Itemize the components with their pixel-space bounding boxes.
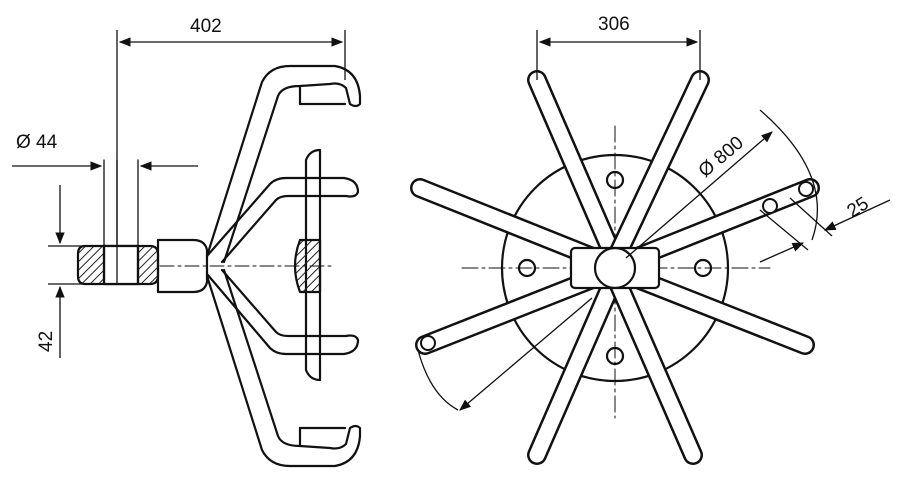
side-neck bbox=[156, 238, 209, 294]
dim-rod-diameter: 25 bbox=[844, 193, 873, 222]
rod-end-1 bbox=[798, 181, 814, 197]
bolt-hole-top bbox=[605, 170, 625, 190]
side-upper-rod bbox=[205, 64, 362, 264]
side-view bbox=[76, 64, 362, 468]
side-dimensions bbox=[12, 30, 346, 358]
side-mid-lower-rod bbox=[205, 268, 360, 356]
spoke-fill-3 bbox=[412, 180, 608, 268]
rod-end-2 bbox=[762, 198, 778, 214]
side-mid-upper-rod bbox=[205, 176, 360, 264]
spoke-fill-5 bbox=[417, 268, 608, 353]
front-dimensions bbox=[417, 30, 891, 411]
spoke-fill-7 bbox=[529, 268, 623, 463]
dim-bore-diameter: Ø 44 bbox=[16, 132, 58, 153]
bolt-hole-bottom bbox=[605, 346, 625, 366]
side-lower-rod bbox=[205, 268, 362, 468]
front-spokes bbox=[410, 70, 820, 465]
dim-hub-height: 42 bbox=[36, 331, 57, 352]
side-hub bbox=[76, 159, 160, 286]
bolt-hole-left bbox=[517, 258, 537, 278]
spoke-fill-2 bbox=[607, 72, 708, 268]
dim-outer-diameter: Ø 800 bbox=[695, 132, 748, 181]
bolt-hole-right bbox=[693, 258, 713, 278]
spoke-fill-1 bbox=[529, 72, 623, 268]
spoke-fill-4 bbox=[622, 180, 818, 268]
dim-overall-length: 402 bbox=[190, 16, 222, 37]
spoke-fill-8 bbox=[607, 268, 701, 463]
front-hub bbox=[569, 246, 661, 290]
spoke-fill-6 bbox=[622, 268, 813, 353]
rod-end-3 bbox=[420, 335, 436, 351]
dim-span: 306 bbox=[598, 14, 630, 35]
